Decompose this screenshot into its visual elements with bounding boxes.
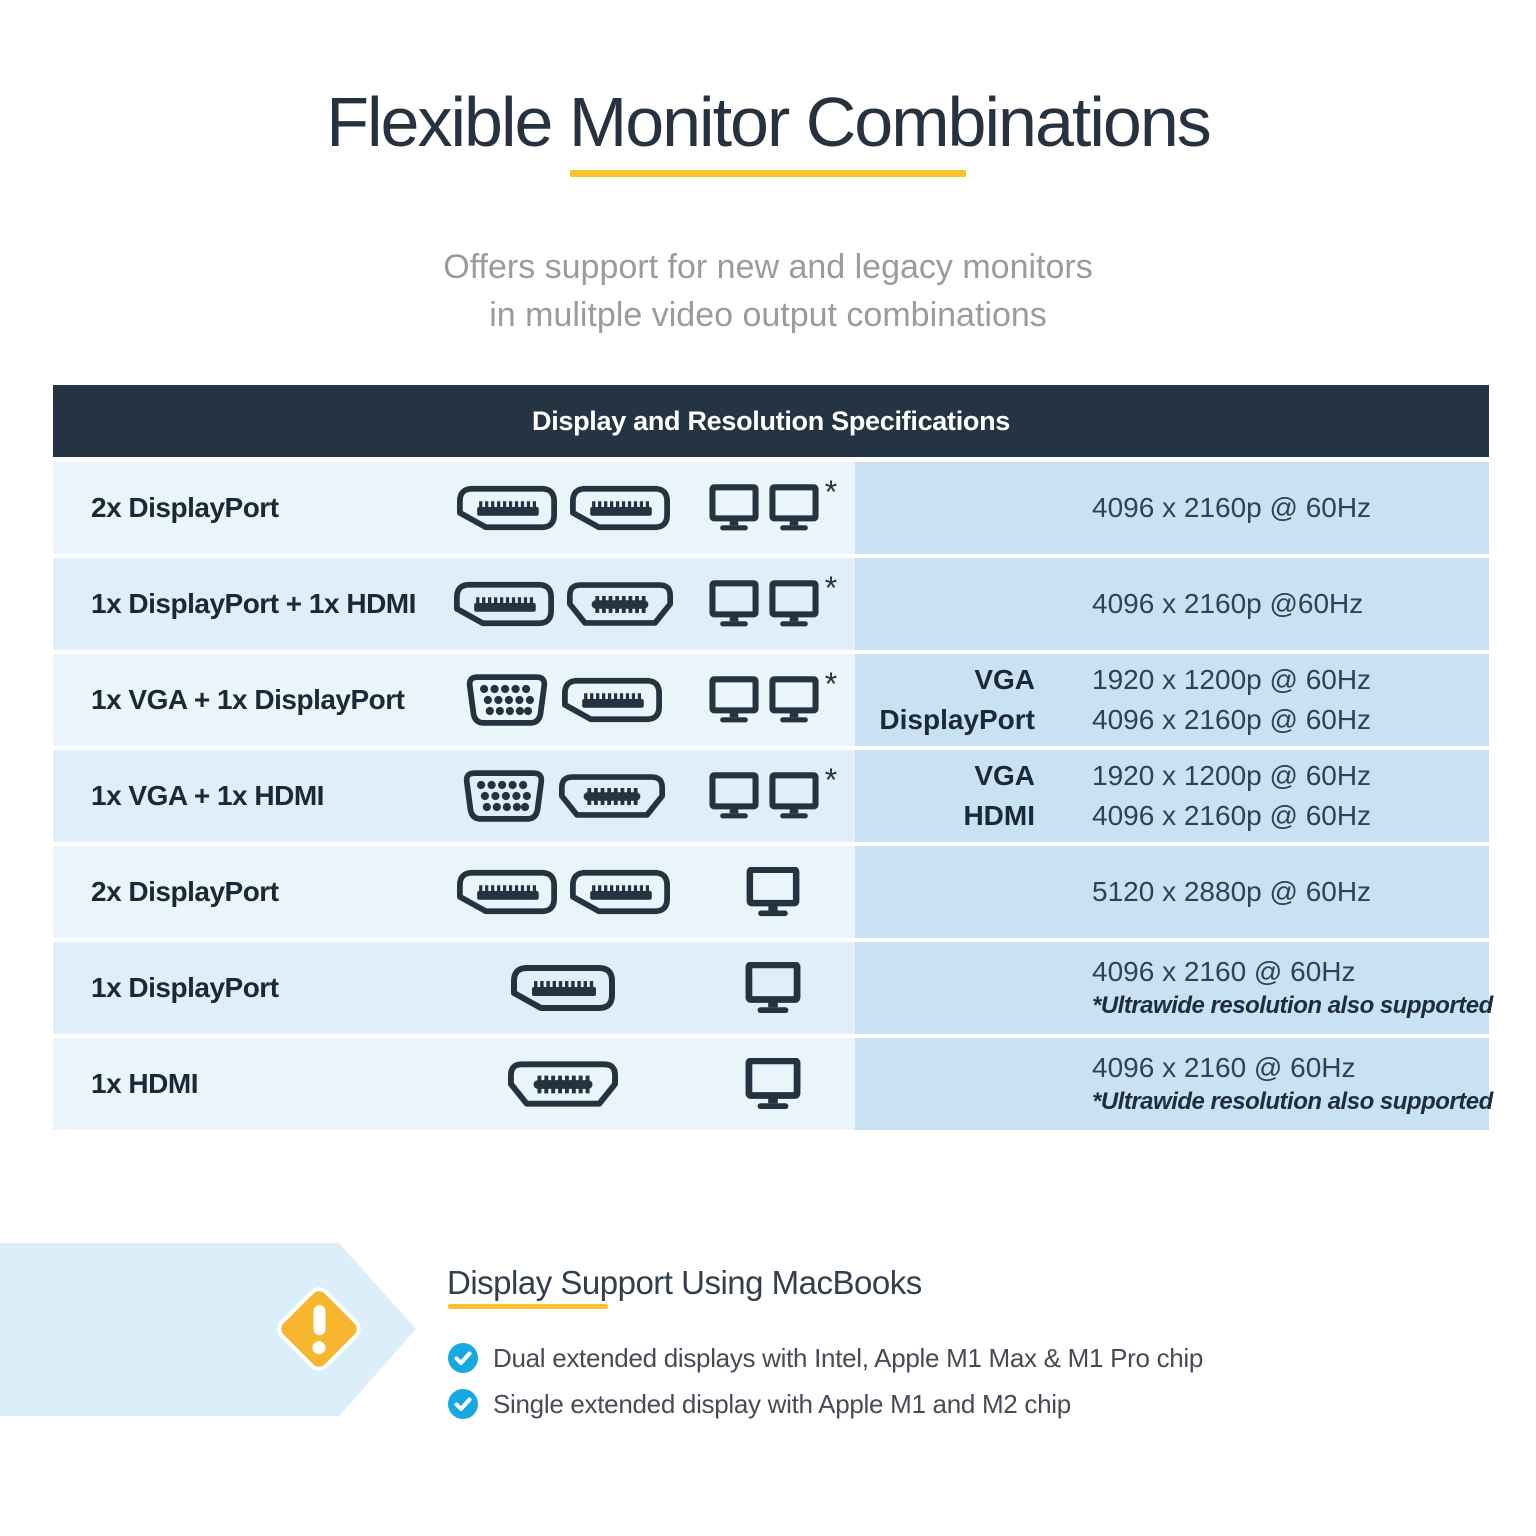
- port-label: VGA: [974, 664, 1035, 695]
- monitor-icon: [769, 676, 819, 724]
- hdmi-icon: [508, 1061, 618, 1107]
- port-label: HDMI: [963, 800, 1035, 831]
- resolution-pair: VGA 1920 x 1200p @ 60Hz HDMI 4096 x 2160…: [855, 760, 1371, 832]
- displayport-icon: [457, 869, 557, 915]
- table-row: 1x DisplayPort + 1x HDMI * 4096 x 2160p …: [53, 558, 1489, 654]
- bullet-text: Single extended display with Apple M1 an…: [493, 1388, 1071, 1419]
- monitor-icon: [709, 580, 759, 628]
- monitor-icon: [745, 1058, 801, 1110]
- table-row: 1x DisplayPort 4096 x 2160 @ 60Hz *Ultra…: [53, 942, 1493, 1038]
- resolution-value: 4096 x 2160p @ 60Hz: [1092, 800, 1372, 831]
- vga-icon: [462, 770, 546, 822]
- table-row: 2x DisplayPort * 4096 x 2160p @ 60Hz: [53, 462, 1489, 558]
- hdmi-icon: [567, 582, 673, 626]
- list-item: Dual extended displays with Intel, Apple…: [448, 1343, 1203, 1373]
- resolution-value: 5120 x 2880p @ 60Hz: [1092, 876, 1372, 907]
- displayport-icon: [511, 964, 615, 1012]
- displayport-icon: [562, 677, 662, 723]
- bullet-text: Dual extended displays with Intel, Apple…: [493, 1342, 1204, 1373]
- table-row: 1x VGA + 1x HDMI * VGA 1920 x 1200p @ 60…: [53, 750, 1489, 846]
- subtitle-line2: in mulitple video output combinations: [489, 296, 1047, 335]
- monitor-icon: [709, 484, 759, 532]
- port-label: DisplayPort: [879, 704, 1035, 735]
- list-item: Single extended display with Apple M1 an…: [448, 1389, 1203, 1419]
- check-icon: [448, 1343, 478, 1373]
- resolution-block: 4096 x 2160 @ 60Hz *Ultrawide resolution…: [1092, 1052, 1493, 1116]
- resolution-value: 4096 x 2160p @60Hz: [1092, 588, 1364, 619]
- displayport-icon: [457, 485, 557, 531]
- monitor-icon: [769, 484, 819, 532]
- exclamation-glyph: [312, 1304, 326, 1354]
- table-row: 2x DisplayPort 5120 x 2880p @ 60Hz: [53, 846, 1489, 942]
- monitor-icon: [769, 580, 819, 628]
- row-label: 1x VGA + 1x HDMI: [91, 780, 324, 811]
- asterisk-marker: *: [824, 569, 838, 606]
- connector-icons: [413, 869, 713, 915]
- table-row: 1x HDMI 4096 x 2160 @ 60Hz *Ultrawide re…: [53, 1038, 1493, 1130]
- row-label: 1x HDMI: [91, 1068, 198, 1099]
- resolution-value: 4096 x 2160 @ 60Hz: [1092, 956, 1356, 987]
- connector-icons: [413, 674, 713, 726]
- monitor-icons: [673, 962, 873, 1014]
- resolution-note: *Ultrawide resolution also supported: [1092, 1088, 1493, 1115]
- monitor-icon: [745, 962, 801, 1014]
- monitor-icons: *: [673, 666, 873, 724]
- subtitle-line1: Offers support for new and legacy monito…: [443, 248, 1093, 286]
- monitor-icons: *: [673, 570, 873, 628]
- row-label: 1x DisplayPort + 1x HDMI: [91, 588, 416, 619]
- displayport-icon: [570, 485, 670, 531]
- resolution-value: 4096 x 2160p @ 60Hz: [1092, 704, 1372, 735]
- monitor-icon: [769, 772, 819, 820]
- resolution-pair: VGA 1920 x 1200p @ 60Hz DisplayPort 4096…: [855, 664, 1371, 736]
- check-icon: [448, 1389, 478, 1419]
- monitor-icons: *: [673, 474, 873, 532]
- macbook-heading: Display Support Using MacBooks: [447, 1264, 922, 1301]
- row-label: 2x DisplayPort: [91, 492, 279, 523]
- macbook-bullet-list: Dual extended displays with Intel, Apple…: [448, 1343, 1203, 1435]
- connector-icons: [413, 581, 713, 627]
- displayport-icon: [570, 869, 670, 915]
- asterisk-marker: *: [824, 761, 838, 798]
- connector-icons: [413, 1061, 713, 1107]
- page-title: Flexible Monitor Combinations: [326, 83, 1212, 161]
- vga-icon: [465, 674, 549, 726]
- monitor-icons: *: [673, 762, 873, 820]
- monitor-icon: [709, 772, 759, 820]
- hdmi-icon: [559, 774, 665, 818]
- resolution-block: 4096 x 2160 @ 60Hz *Ultrawide resolution…: [1092, 956, 1493, 1020]
- row-label: 1x VGA + 1x DisplayPort: [91, 684, 405, 715]
- asterisk-marker: *: [824, 473, 838, 510]
- resolution-note: *Ultrawide resolution also supported: [1092, 992, 1493, 1019]
- connector-icons: [413, 485, 713, 531]
- port-label: VGA: [974, 760, 1035, 791]
- resolution-value: 4096 x 2160p @ 60Hz: [1092, 492, 1372, 523]
- table-header: Display and Resolution Specifications: [53, 385, 1489, 457]
- resolution-value: 1920 x 1200p @ 60Hz: [1092, 760, 1372, 791]
- table-row: 1x VGA + 1x DisplayPort * VGA 1920 x 120…: [53, 654, 1489, 750]
- monitor-icon: [746, 867, 800, 917]
- monitor-icon: [709, 676, 759, 724]
- connector-icons: [413, 964, 713, 1012]
- resolution-value: 1920 x 1200p @ 60Hz: [1092, 664, 1372, 695]
- connector-icons: [413, 770, 713, 822]
- title-underline: [570, 170, 966, 177]
- displayport-icon: [454, 581, 554, 627]
- row-label: 1x DisplayPort: [91, 972, 279, 1003]
- asterisk-marker: *: [824, 665, 838, 702]
- resolution-value: 4096 x 2160 @ 60Hz: [1092, 1052, 1356, 1083]
- macbook-heading-underline: [448, 1304, 608, 1309]
- row-label: 2x DisplayPort: [91, 876, 279, 907]
- monitor-icons: [673, 867, 873, 917]
- subtitle: Offers support for new and legacy monito…: [0, 243, 1536, 340]
- monitor-icons: [673, 1058, 873, 1110]
- spec-table: Display and Resolution Specifications 2x…: [53, 385, 1493, 1130]
